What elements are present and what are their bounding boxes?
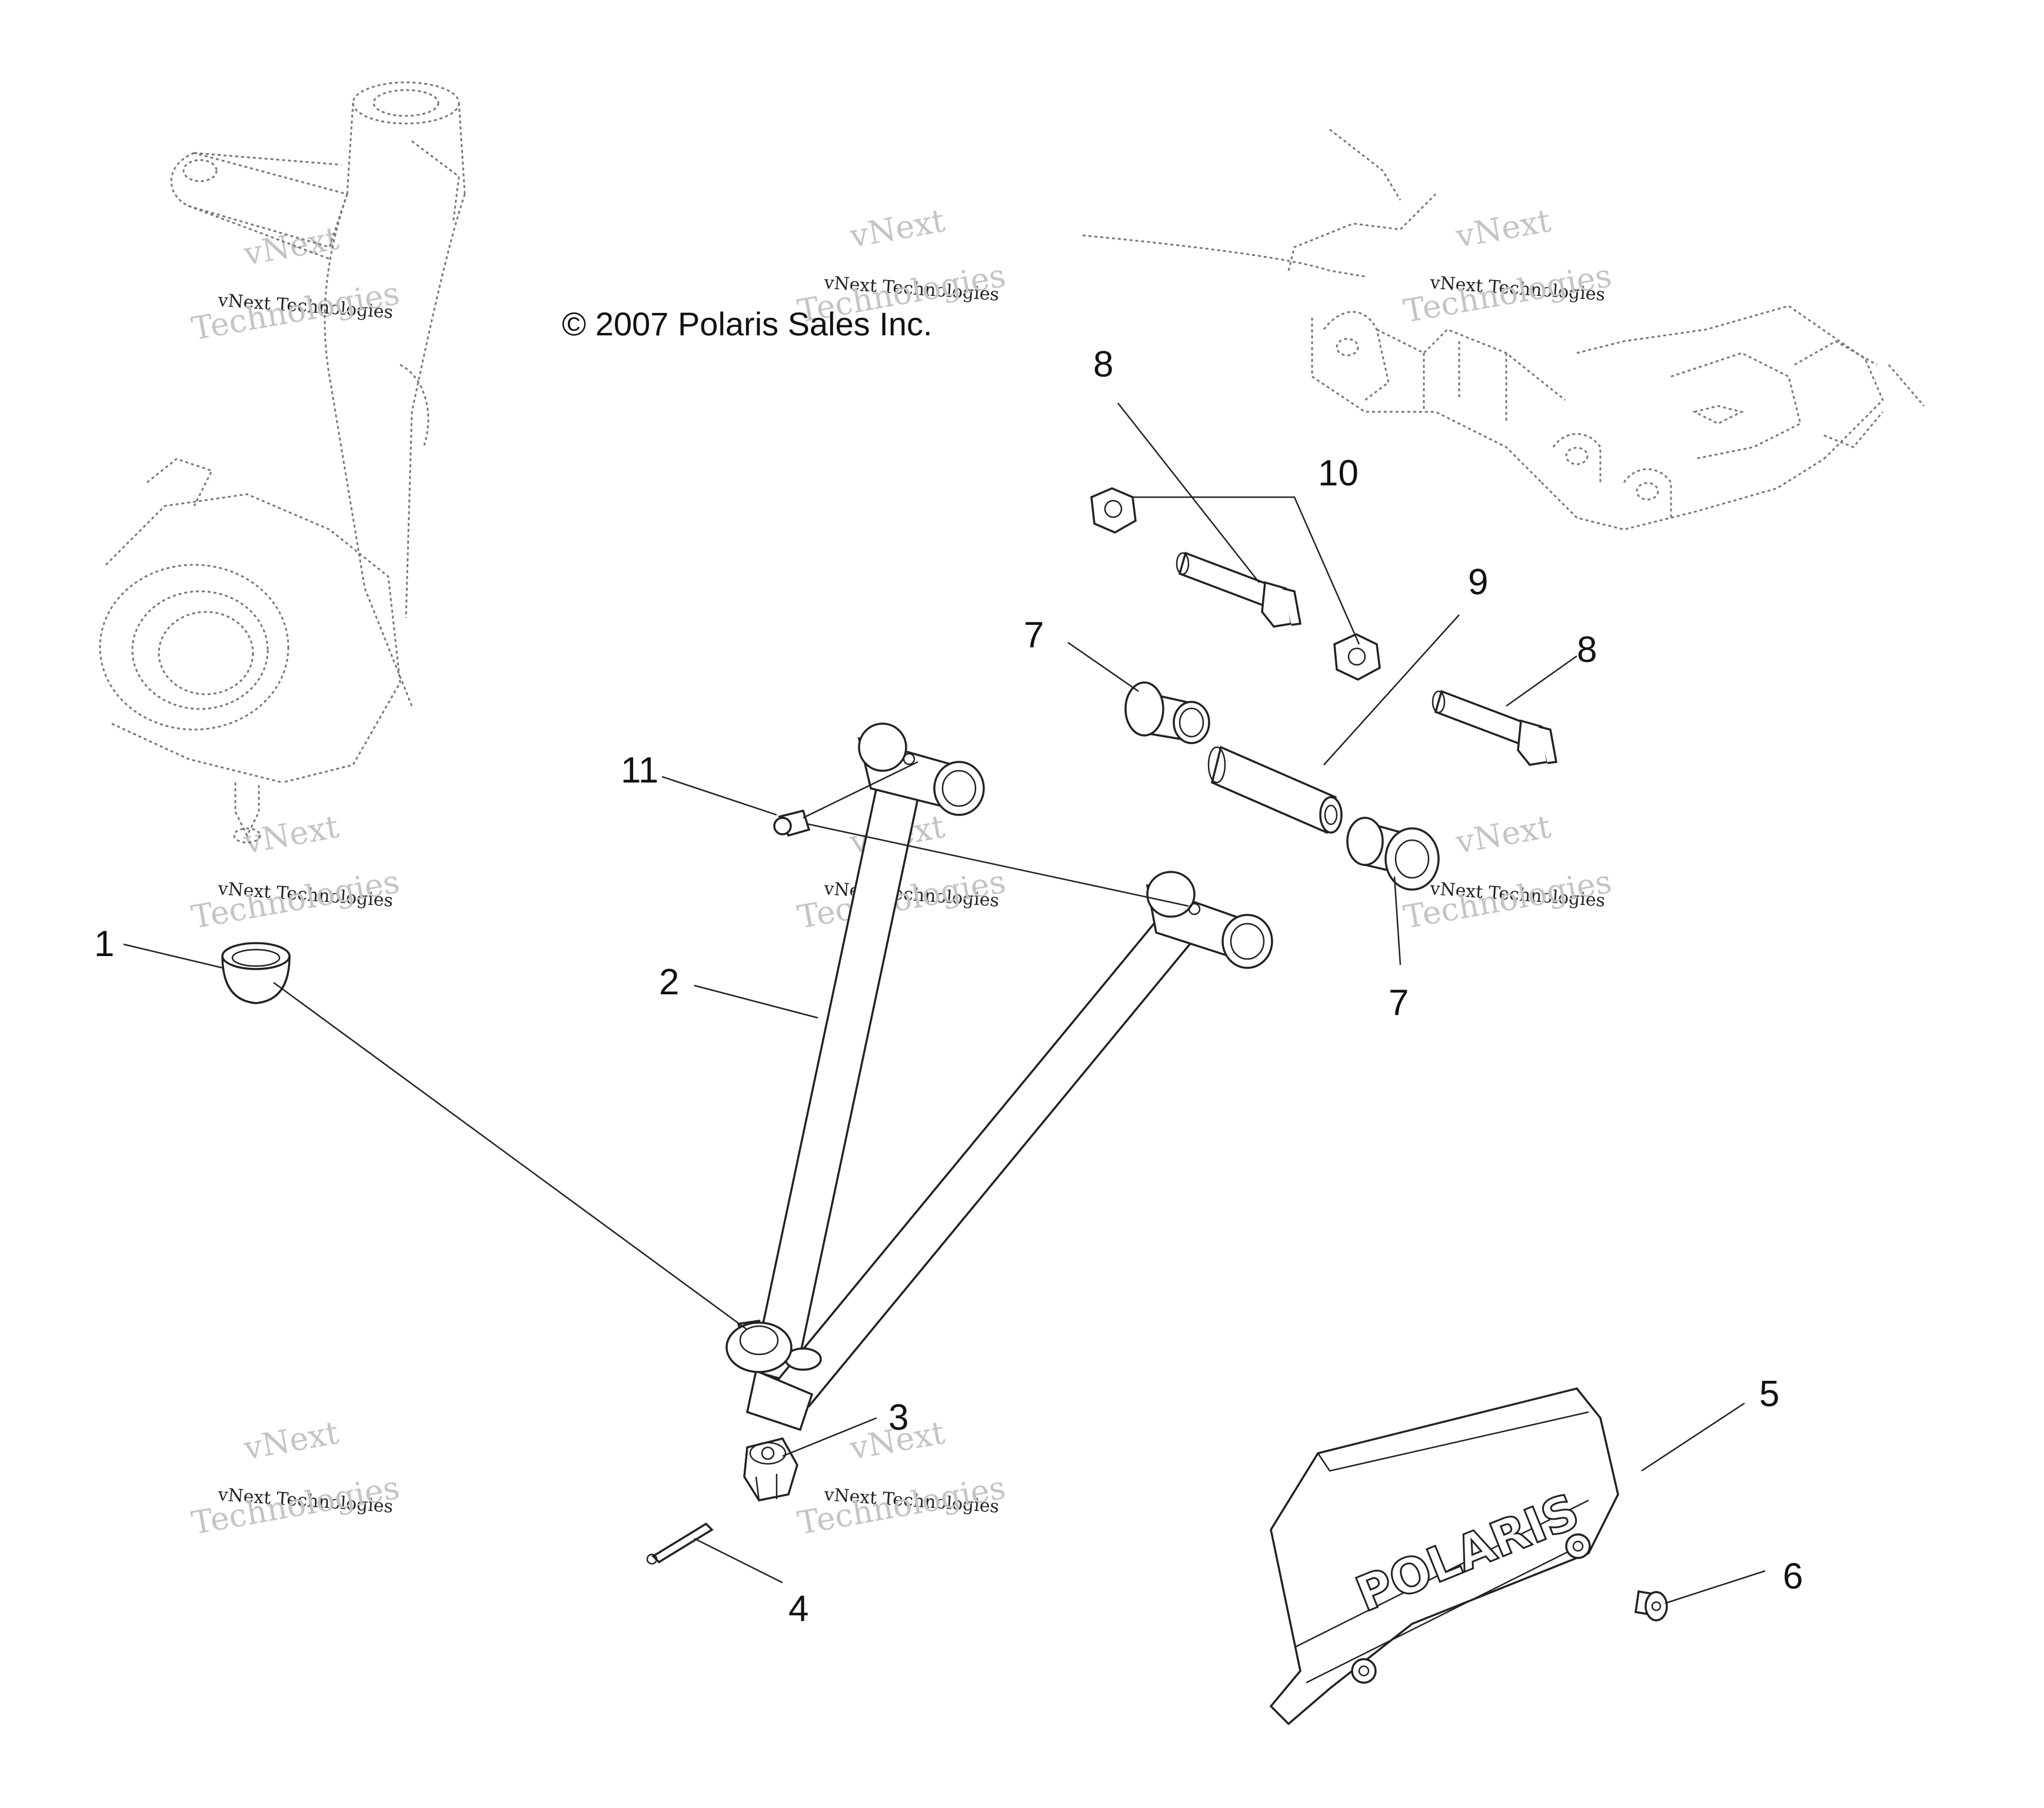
part-8-bolt-upper bbox=[1176, 551, 1302, 628]
watermark-brand: vNext bbox=[241, 808, 342, 861]
watermark-large: Technologies bbox=[795, 1469, 1008, 1542]
callout-7-upper: 7 bbox=[1024, 615, 1044, 655]
watermark-large: Technologies bbox=[189, 863, 402, 936]
callout-11: 11 bbox=[621, 750, 658, 791]
callout-9: 9 bbox=[1468, 562, 1488, 602]
callouts: 1 2 3 4 5 6 7 7 8 8 9 10 11 bbox=[94, 344, 1803, 1629]
callout-4: 4 bbox=[788, 1589, 808, 1629]
steering-knuckle-phantom bbox=[99, 81, 466, 844]
callout-10: 10 bbox=[1318, 453, 1359, 494]
callout-7-lower: 7 bbox=[1389, 983, 1409, 1023]
watermark-brand: vNext bbox=[1453, 808, 1554, 861]
leader-lines bbox=[123, 402, 1766, 1604]
watermark: vNext vNext Technologies Technologies bbox=[1401, 202, 1614, 330]
part-3-castle-nut bbox=[743, 1437, 798, 1501]
callout-2: 2 bbox=[659, 962, 679, 1003]
part-4-cotter-pin bbox=[646, 1522, 714, 1565]
callout-5: 5 bbox=[1759, 1374, 1779, 1414]
part-9-sleeve bbox=[1207, 745, 1343, 834]
part-10-nut-upper bbox=[1090, 487, 1137, 534]
part-6-screw bbox=[1634, 1590, 1668, 1621]
watermark-brand: vNext bbox=[241, 1414, 342, 1467]
watermark-large: Technologies bbox=[1401, 257, 1614, 330]
part-5-a-arm-guard: POLARIS bbox=[1269, 1387, 1619, 1726]
watermark: vNext vNext Technologies Technologies bbox=[189, 1414, 402, 1542]
watermark: vNext vNext Technologies Technologies bbox=[189, 808, 402, 936]
part-8-bolt-lower bbox=[1432, 690, 1558, 766]
callout-8-lower: 8 bbox=[1577, 630, 1597, 670]
part-10-nut-lower bbox=[1333, 633, 1381, 681]
callout-6: 6 bbox=[1783, 1556, 1803, 1597]
callout-1: 1 bbox=[94, 924, 114, 964]
frame-phantom bbox=[1082, 128, 1925, 531]
watermark-brand: vNext bbox=[1453, 202, 1554, 255]
copyright-notice: © 2007 Polaris Sales Inc. bbox=[562, 305, 933, 342]
watermark-large: Technologies bbox=[189, 1469, 402, 1542]
part-1-dust-cup bbox=[221, 942, 291, 1004]
callout-8-upper: 8 bbox=[1093, 344, 1113, 385]
part-2-a-arm bbox=[725, 722, 1273, 1431]
part-7-bushing-upper bbox=[1124, 681, 1210, 744]
watermark: vNext vNext Technologies Technologies bbox=[189, 219, 402, 348]
watermark-large: Technologies bbox=[189, 275, 402, 348]
part-11-grease-fitting bbox=[773, 809, 811, 837]
callout-3: 3 bbox=[888, 1397, 908, 1438]
watermark-brand: vNext bbox=[847, 202, 948, 255]
part-7-bushing-lower bbox=[1346, 817, 1440, 891]
